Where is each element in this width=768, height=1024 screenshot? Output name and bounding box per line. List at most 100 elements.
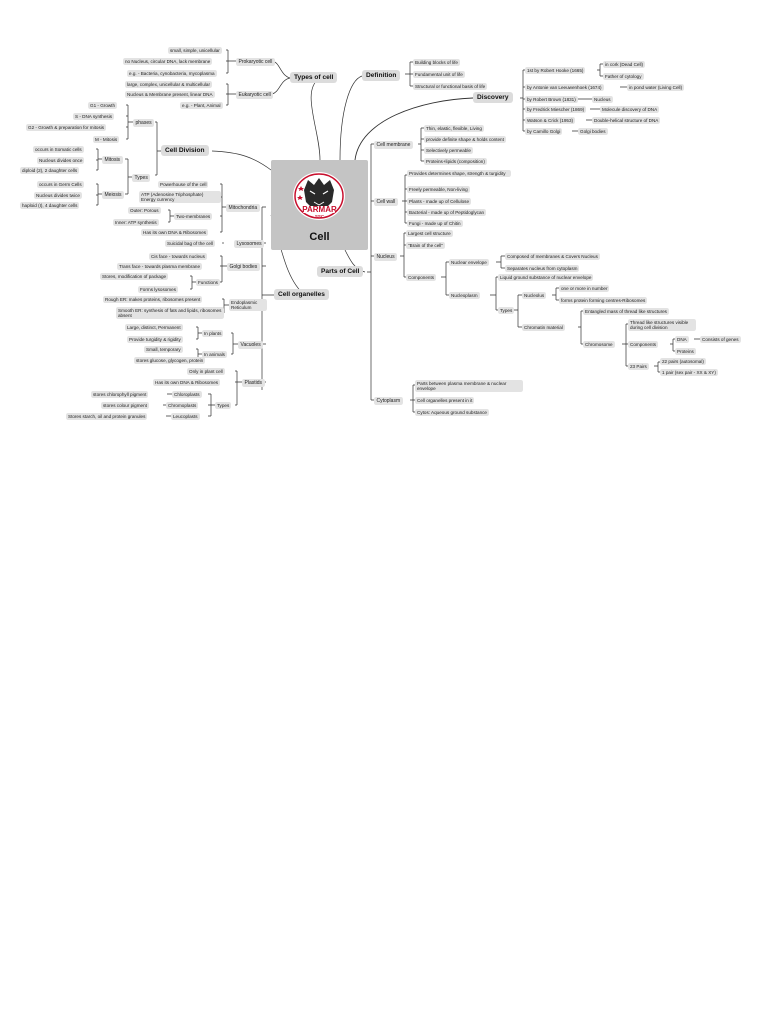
discovery-item: by Antonie van Leeuwenhoek (1674) bbox=[525, 84, 604, 91]
vacuoles-node[interactable]: Vacuoles bbox=[238, 341, 264, 349]
vacuoles-item: stores glucose, glycogen, protein bbox=[134, 357, 206, 364]
mitosis-node[interactable]: Mitosis bbox=[102, 156, 123, 164]
parts-of-cell-node[interactable]: Parts of Cell bbox=[317, 266, 364, 277]
discovery-node[interactable]: Discovery bbox=[473, 92, 513, 103]
discovery-detail: Molecule discovery of DNA bbox=[600, 106, 660, 113]
golgi-item: Stores, modification of package bbox=[100, 273, 169, 280]
mitochondria-item: ATP (Adenosine Triphosphate) Energy curr… bbox=[139, 191, 221, 203]
meiosis-node[interactable]: Meiosis bbox=[102, 191, 124, 199]
chromatin-node[interactable]: Chromatin material bbox=[522, 324, 565, 331]
mitochondria-item: Inner: ATP synthesis bbox=[113, 219, 159, 226]
chromoplasts-node[interactable]: Chromoplasts bbox=[166, 402, 199, 409]
definition-node[interactable]: Definition bbox=[362, 70, 401, 81]
definition-item: Building blocks of life bbox=[413, 59, 460, 66]
golgi-bodies-node[interactable]: Golgi bodies bbox=[227, 263, 260, 271]
cytoplasm-node[interactable]: Cytoplasm bbox=[374, 397, 403, 405]
pairs-item: 22 pairs (autosomal) bbox=[660, 358, 706, 365]
golgi-item: Cis face - towards nucleus bbox=[149, 253, 207, 260]
leucoplasts-node[interactable]: Leucoplasts bbox=[171, 413, 200, 420]
discovery-item: by Camillo Golgi bbox=[525, 128, 563, 135]
golgi-functions-node[interactable]: Functions bbox=[196, 279, 220, 286]
eukaryotic-item: large, complex, unicellular & multicellu… bbox=[125, 81, 212, 88]
vacuoles-item: Provide turgidity & rigidity bbox=[127, 336, 183, 343]
prokaryotic-item: e.g. - Bacteria, cynobacteria, mycoplasm… bbox=[127, 70, 217, 77]
chromatin-item: Entangled mass of thread like structures bbox=[583, 308, 669, 315]
golgi-item: Forms lysosomes bbox=[138, 286, 178, 293]
central-topic: PARMAR SSC Cell bbox=[271, 160, 368, 250]
plastids-item: stores chlorophyll pigment bbox=[91, 391, 149, 398]
cell-wall-node[interactable]: Cell wall bbox=[374, 198, 398, 206]
vacuoles-animals-node[interactable]: In animals bbox=[202, 351, 227, 358]
two-membranes-node[interactable]: Two-membranes bbox=[174, 213, 213, 220]
cytoplasm-item: Cell organelles present in it bbox=[415, 397, 475, 404]
nucleolus-node[interactable]: Nucleolus bbox=[522, 292, 547, 299]
lysosomes-node[interactable]: Lysosomes bbox=[234, 240, 265, 248]
chromosome-node[interactable]: Chromosome bbox=[583, 341, 615, 348]
meiosis-item: haploid (I), 4 daughter cells bbox=[20, 202, 80, 209]
plastids-item: Only in plant cell bbox=[187, 368, 225, 375]
plastids-types-node[interactable]: Types bbox=[215, 402, 232, 409]
cytoplasm-item: Parts between plasma membrane & nuclear … bbox=[415, 380, 523, 392]
mitochondria-node[interactable]: Mitochondria bbox=[226, 204, 260, 212]
definition-item: Structural or functional basis of life bbox=[413, 83, 488, 90]
nucleoplasm-node[interactable]: Nucleoplasm bbox=[449, 292, 480, 299]
lysosomes-item: Suicidal bag of the cell bbox=[165, 240, 215, 247]
plastids-node[interactable]: Plastids bbox=[242, 379, 265, 387]
membrane-item: Proteins+lipids (composition) bbox=[424, 158, 487, 165]
nucleoplasm-item: Liquid ground substance of nuclear envel… bbox=[498, 274, 594, 281]
nucleus-components-node[interactable]: Components bbox=[406, 274, 437, 281]
pairs-node[interactable]: 23 Pairs bbox=[628, 363, 649, 370]
genes-item: Consists of genes bbox=[700, 336, 741, 343]
membrane-item: Thin, elastic, flexible, Living bbox=[424, 125, 484, 132]
definition-item: Fundamental unit of life bbox=[413, 71, 465, 78]
central-title: Cell bbox=[309, 231, 330, 243]
meiosis-item: occurs in Germ Cells bbox=[37, 181, 84, 188]
er-node[interactable]: Endoplasmic Reticulum bbox=[229, 299, 267, 311]
golgi-item: Trans face - towards plasma membrane bbox=[117, 263, 203, 270]
discovery-detail: Father of cytology bbox=[603, 73, 644, 80]
cell-organelles-node[interactable]: Cell organelles bbox=[274, 289, 329, 300]
discovery-item: by Fredrick Miescher (1869) bbox=[525, 106, 587, 113]
division-types-node[interactable]: Types bbox=[132, 174, 151, 182]
vacuoles-item: Large, distinct, Permanent bbox=[125, 324, 183, 331]
membrane-item: provide definite shape & holds content bbox=[424, 136, 506, 143]
nucleus-node[interactable]: Nucleus bbox=[374, 253, 398, 261]
discovery-item: 1st by Robert Hooke (1665) bbox=[525, 67, 586, 74]
vacuoles-item: Small, temporary bbox=[144, 346, 183, 353]
mitosis-item: Nucleus divides once bbox=[37, 157, 85, 164]
mitosis-item: diploid (2), 2 daughter cells bbox=[20, 167, 80, 174]
wall-item: Plants - made up of Cellulose bbox=[407, 198, 472, 205]
cell-membrane-node[interactable]: Cell membrane bbox=[374, 141, 413, 149]
chromosome-item: Thread like structures visible during ce… bbox=[628, 319, 696, 331]
plastids-item: Stores starch, oil and protein granules bbox=[66, 413, 148, 420]
chromosome-components-node[interactable]: Components bbox=[628, 341, 659, 348]
phase-item: S - DNA synthesis bbox=[73, 113, 115, 120]
proteins-item: Proteins bbox=[675, 348, 696, 355]
types-of-cell-node[interactable]: Types of cell bbox=[290, 72, 338, 83]
phases-node[interactable]: phases bbox=[133, 119, 155, 127]
nucleolus-item: one or more in number bbox=[559, 285, 610, 292]
cell-division-node[interactable]: Cell Division bbox=[161, 145, 209, 156]
nucleoplasm-types-node[interactable]: Types bbox=[498, 307, 515, 314]
vacuoles-plants-node[interactable]: In plants bbox=[202, 330, 224, 337]
dna-node[interactable]: DNA bbox=[675, 336, 689, 343]
discovery-detail: in cork (Dead Cell) bbox=[603, 61, 646, 68]
nucleus-item: "Brain of the cell" bbox=[406, 242, 445, 249]
discovery-detail: Golgi bodies bbox=[578, 128, 608, 135]
nucleolus-item: forms protein forming centres-Ribosomes bbox=[559, 297, 648, 304]
phase-item: G2 - Growth & preparation for mitosis bbox=[26, 124, 107, 131]
er-item: Rough ER: makes proteins, ribosomes pres… bbox=[103, 296, 203, 303]
prokaryotic-item: small, simple, unicellular bbox=[168, 47, 222, 54]
logo-subtext: SSC bbox=[314, 214, 325, 219]
phase-item: M - Mitosis bbox=[93, 136, 120, 143]
cytoplasm-item: Cytos: Aqueous ground substance bbox=[415, 409, 489, 416]
chloroplasts-node[interactable]: Chloroplasts bbox=[172, 391, 202, 398]
discovery-item: by Robert Brown (1831) bbox=[525, 96, 578, 103]
eukaryotic-node[interactable]: Eukaryotic cell bbox=[236, 91, 274, 99]
plastids-item: Has its own DNA & Ribosomes bbox=[153, 379, 221, 386]
nuclear-envelope-node[interactable]: Nuclear envelope bbox=[449, 259, 489, 266]
discovery-item: Watson & Crick (1953) bbox=[525, 117, 576, 124]
discovery-detail: Double-helical structure of DNA bbox=[592, 117, 661, 124]
prokaryotic-node[interactable]: Prokaryotic cell bbox=[236, 58, 275, 66]
